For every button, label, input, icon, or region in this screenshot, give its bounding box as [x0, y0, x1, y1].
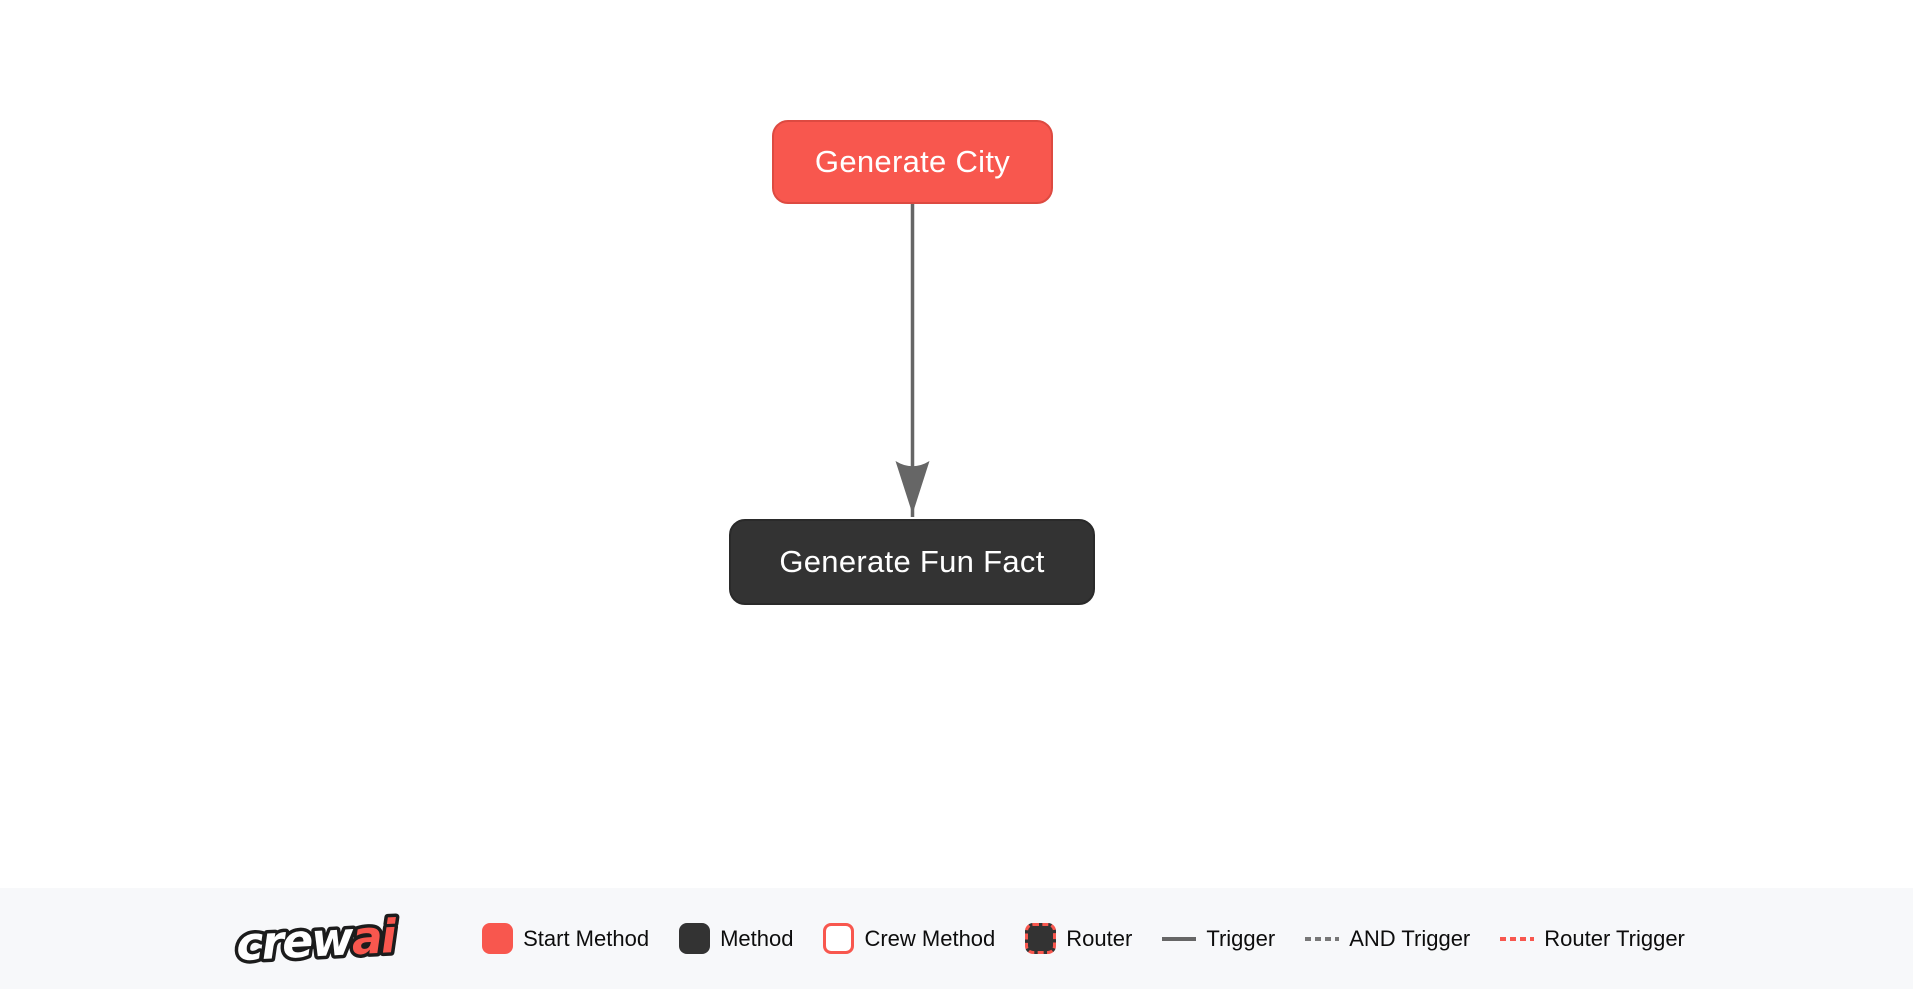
legend-item-start-method: Start Method — [482, 923, 649, 954]
legend-item-method: Method — [679, 923, 793, 954]
legend-item-trigger: Trigger — [1162, 926, 1275, 952]
crew-method-swatch-icon — [823, 923, 855, 954]
legend-item-crew-method: Crew Method — [823, 923, 995, 954]
svg-text:crewai: crewai — [235, 908, 399, 970]
legend-label: Start Method — [523, 925, 650, 951]
legend-label: Method — [720, 925, 794, 951]
legend-label: AND Trigger — [1349, 925, 1471, 951]
flow-node-label: Generate City — [814, 144, 1011, 179]
crewai-logo: crewai — [231, 907, 402, 971]
flow-node-label: Generate Fun Fact — [779, 544, 1045, 579]
logo-text-ai: ai — [350, 908, 399, 964]
router-swatch-icon — [1025, 923, 1057, 954]
legend-item-router-trigger: Router Trigger — [1500, 926, 1685, 952]
flow-node-generate-city[interactable]: Generate City — [772, 120, 1053, 204]
legend-item-and-trigger: AND Trigger — [1305, 926, 1470, 952]
flow-node-generate-fun-fact[interactable]: Generate Fun Fact — [729, 519, 1095, 605]
legend-item-router: Router — [1025, 923, 1132, 954]
logo-text-crew: crew — [235, 911, 356, 971]
network-canvas[interactable]: Generate City Generate Fun Fact — [0, 0, 1913, 888]
legend-label: Trigger — [1206, 925, 1276, 951]
trigger-edge-arrowhead-icon — [895, 461, 930, 514]
legend-label: Router — [1066, 925, 1133, 951]
legend-label: Crew Method — [864, 925, 996, 951]
trigger-line-icon — [1162, 936, 1197, 941]
legend-bar: crewai Start Method Method Crew Method R… — [0, 888, 1913, 989]
and-trigger-line-icon — [1305, 936, 1340, 941]
router-trigger-line-icon — [1500, 936, 1535, 941]
legend-label: Router Trigger — [1544, 925, 1685, 951]
start-method-swatch-icon — [482, 923, 514, 954]
method-swatch-icon — [679, 923, 711, 954]
